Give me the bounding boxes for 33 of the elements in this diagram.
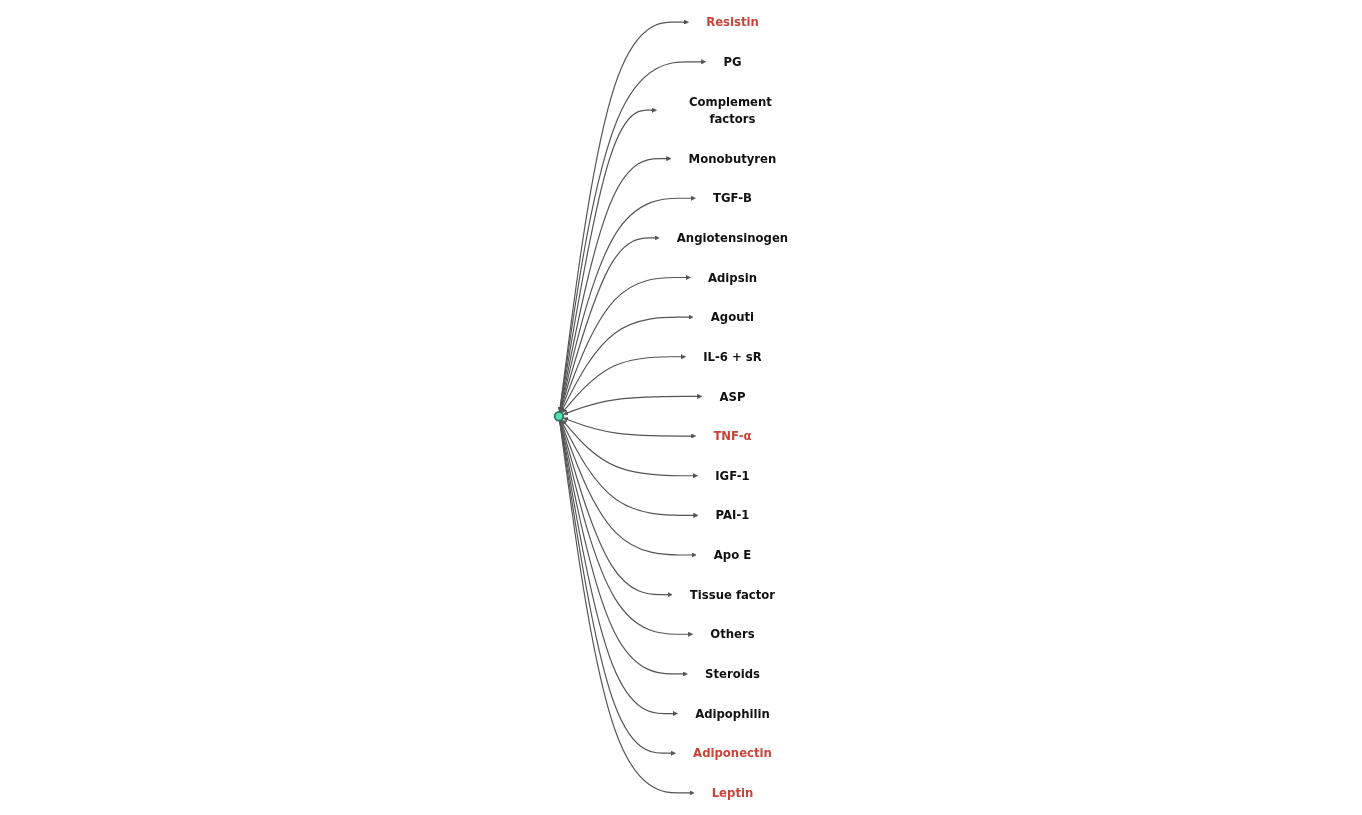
arrow xyxy=(562,393,702,416)
node-text: TGF-B xyxy=(712,191,752,206)
node-text: Adiponectin xyxy=(692,746,772,761)
node-text: Leptin xyxy=(711,785,753,800)
arrow xyxy=(557,19,689,412)
node-text: Tissue factor xyxy=(689,587,775,602)
arrow xyxy=(561,419,698,479)
node-text: Steroids xyxy=(704,666,760,681)
node-text: Angiotensinogen xyxy=(676,230,788,245)
arrow xyxy=(559,419,697,558)
node-text: IGF-1 xyxy=(714,468,750,483)
node-text: ASP xyxy=(719,389,745,404)
node-text: PG xyxy=(722,54,742,69)
node-circle xyxy=(553,411,564,422)
node-text: PAI-1 xyxy=(715,508,749,523)
arrow xyxy=(557,59,706,412)
arrow xyxy=(562,417,696,439)
arrow xyxy=(558,420,694,796)
arrow xyxy=(558,195,696,413)
node-text: IL-6 + sR xyxy=(702,349,762,364)
node-text: TNF-α xyxy=(712,429,752,444)
node-text: Resistin xyxy=(705,15,759,30)
arrow xyxy=(560,314,694,413)
node-text: Apo E xyxy=(713,548,751,562)
arrow xyxy=(560,419,698,518)
node-text: Agouti xyxy=(710,310,754,325)
node-text: Adipsin xyxy=(707,270,757,285)
arrow xyxy=(559,274,691,413)
node-text: Monobutyren xyxy=(688,151,776,166)
node-text: Complement factors xyxy=(688,94,772,126)
node-text: Others xyxy=(709,627,755,642)
arrow xyxy=(561,354,686,413)
node-text: Adipophilin xyxy=(694,706,770,721)
